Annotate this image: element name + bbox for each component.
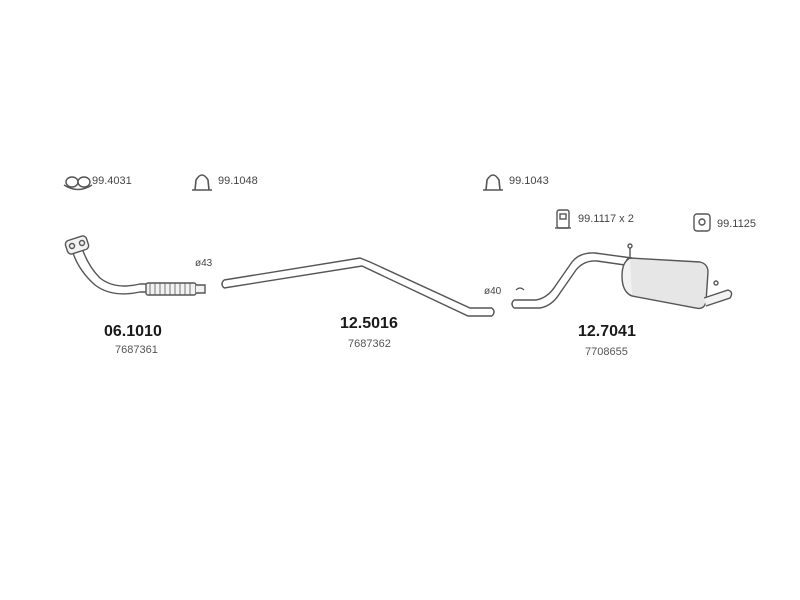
flange-icon — [64, 235, 90, 255]
part-number-12-5016: 12.5016 — [340, 315, 398, 332]
flex-section — [145, 282, 197, 296]
u-clamp-icon — [192, 174, 212, 191]
rear-pipe — [511, 252, 633, 309]
accessory-label-99-4031: 99.4031 — [92, 175, 132, 187]
muffler — [621, 243, 733, 310]
accessory-label-99-1117: 99.1117 x 2 — [578, 213, 634, 225]
diameter-40: ø40 — [484, 286, 502, 297]
accessory-label-99-1125: 99.1125 — [717, 218, 756, 230]
front-pipe — [64, 235, 206, 296]
oem-number-7687362: 7687362 — [348, 338, 391, 350]
u-clamp-icon — [483, 174, 503, 191]
middle-pipe — [221, 257, 495, 317]
rubber-hanger-icon — [555, 209, 571, 229]
oem-number-7687361: 7687361 — [115, 344, 158, 356]
accessory-label-99-1043: 99.1043 — [509, 175, 549, 187]
part-number-12-7041: 12.7041 — [578, 323, 636, 340]
double-ring-gasket-icon — [63, 176, 93, 191]
diameter-43: ø43 — [195, 258, 213, 269]
accessory-label-99-1048: 99.1048 — [218, 175, 258, 187]
part-number-06-1010: 06.1010 — [104, 323, 162, 340]
rubber-mount-icon — [693, 213, 711, 232]
oem-number-7708655: 7708655 — [585, 346, 628, 358]
